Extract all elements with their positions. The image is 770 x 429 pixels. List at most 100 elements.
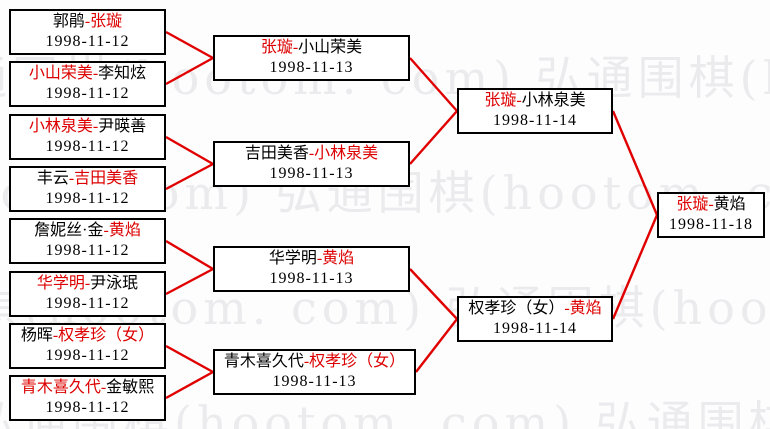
player-name: 小山荣美	[28, 65, 93, 82]
dash: -	[84, 13, 91, 30]
match-players: 张璇-小山荣美	[215, 38, 408, 58]
bracket-line	[409, 57, 458, 112]
player-name: 郭鹃	[52, 13, 85, 30]
match-date: 1998-11-14	[492, 320, 578, 337]
match-players: 吉田美香-小林泉美	[215, 144, 408, 164]
bracket-line	[611, 110, 659, 216]
match-date: 1998-11-12	[45, 295, 130, 312]
bracket-line	[165, 370, 214, 400]
player-name: 李知炫	[98, 65, 147, 82]
match-date: 1998-11-12	[45, 33, 130, 50]
match-date: 1998-11-12	[45, 190, 130, 207]
match-date: 1998-11-13	[269, 165, 354, 182]
match-box-r1-5: 詹妮丝·金-黄焰 1998-11-12	[9, 218, 166, 264]
match-players: 詹妮丝·金-黄焰	[11, 221, 164, 241]
player-name: 杨晖	[20, 327, 53, 344]
dash: -	[92, 118, 99, 135]
match-date: 1998-11-13	[269, 59, 354, 76]
player-name: 黄焰	[108, 222, 141, 239]
match-players: 小山荣美-李知炫	[11, 64, 164, 84]
match-players: 杨晖-权孝珍（女）	[11, 326, 164, 346]
match-date: 1998-11-13	[272, 373, 357, 390]
dash: -	[68, 170, 75, 187]
dash: -	[708, 196, 714, 213]
player-name: 权孝珍（女）	[468, 300, 565, 317]
dash: -	[303, 353, 310, 370]
match-date: 1998-11-12	[45, 85, 130, 102]
dash: -	[308, 145, 315, 162]
match-date: 1998-11-12	[45, 138, 130, 155]
match-players: 小林泉美-尹暎善	[11, 117, 164, 137]
player-name: 吉田美香	[74, 170, 139, 187]
bracket-line	[165, 267, 214, 296]
match-players: 张璇-小林泉美	[459, 91, 611, 111]
match-players: 丰云-吉田美香	[11, 169, 164, 189]
match-players: 青木喜久代-金敏熙	[11, 378, 164, 398]
match-box-sf-2: 权孝珍（女）-黄焰 1998-11-14	[457, 296, 613, 342]
match-box-r1-8: 青木喜久代-金敏熙 1998-11-12	[9, 375, 166, 421]
player-name: 小林泉美	[314, 145, 379, 162]
dash: -	[103, 222, 109, 239]
match-players: 青木喜久代-权孝珍（女）	[215, 352, 414, 372]
dash: -	[84, 275, 91, 292]
player-name: 黄焰	[569, 300, 602, 317]
player-name: 张璇	[484, 92, 517, 109]
player-name: 吉田美香	[244, 145, 309, 162]
match-box-r1-3: 小林泉美-尹暎善 1998-11-12	[9, 114, 166, 160]
match-date: 1998-11-12	[45, 399, 130, 416]
match-players: 华学明-黄焰	[215, 249, 408, 269]
player-name: 权孝珍（女）	[58, 327, 155, 344]
match-box-r1-4: 丰云-吉田美香 1998-11-12	[9, 166, 166, 212]
dash: -	[516, 92, 522, 109]
player-name: 尹暎善	[98, 118, 147, 135]
player-name: 黄焰	[322, 250, 355, 267]
match-box-r1-2: 小山荣美-李知炫 1998-11-12	[9, 61, 166, 107]
player-name: 青木喜久代	[20, 379, 101, 396]
bracket-line	[409, 110, 458, 165]
bracket-line	[611, 214, 659, 320]
match-box-r1-1: 郭鹃-张璇 1998-11-12	[9, 9, 166, 55]
player-name: 詹妮丝·金	[34, 222, 104, 239]
match-date: 1998-11-14	[492, 112, 578, 129]
player-name: 小林泉美	[28, 118, 93, 135]
player-name: 尹泳珉	[90, 275, 139, 292]
dash: -	[564, 300, 570, 317]
match-box-r2-1: 张璇-小山荣美 1998-11-13	[213, 35, 410, 81]
bracket-line	[165, 135, 214, 166]
match-players: 张璇-黄焰	[659, 195, 763, 215]
match-box-r2-2: 吉田美香-小林泉美 1998-11-13	[213, 141, 410, 187]
player-name: 小林泉美	[521, 92, 586, 109]
bracket-line	[165, 56, 214, 86]
player-name: 张璇	[260, 39, 293, 56]
match-box-final: 张璇-黄焰 1998-11-18	[657, 192, 765, 238]
player-name: 华学明	[36, 275, 85, 292]
bracket-line	[409, 268, 458, 320]
player-name: 张璇	[676, 196, 709, 213]
player-name: 张璇	[90, 13, 123, 30]
player-name: 小山荣美	[298, 39, 363, 56]
player-name: 华学明	[268, 250, 317, 267]
match-date: 1998-11-13	[269, 270, 354, 287]
dash: -	[100, 379, 107, 396]
dash: -	[316, 250, 323, 267]
dash: -	[52, 327, 59, 344]
dash: -	[292, 39, 299, 56]
match-date: 1998-11-12	[45, 242, 130, 259]
player-name: 权孝珍（女）	[309, 353, 406, 370]
match-box-r2-3: 华学明-黄焰 1998-11-13	[213, 246, 410, 292]
match-date: 1998-11-12	[45, 347, 130, 364]
dash: -	[92, 65, 99, 82]
player-name: 黄焰	[713, 196, 746, 213]
match-box-r2-4: 青木喜久代-权孝珍（女） 1998-11-13	[213, 349, 416, 395]
bracket-line	[165, 239, 214, 271]
match-players: 华学明-尹泳珉	[11, 274, 164, 294]
player-name: 金敏熙	[106, 379, 155, 396]
bracket-line	[165, 30, 214, 60]
bracket-line	[165, 344, 214, 374]
match-box-r1-6: 华学明-尹泳珉 1998-11-12	[9, 271, 166, 317]
match-players: 郭鹃-张璇	[11, 12, 164, 32]
match-box-r1-7: 杨晖-权孝珍（女） 1998-11-12	[9, 323, 166, 369]
match-date: 1998-11-18	[668, 216, 754, 233]
